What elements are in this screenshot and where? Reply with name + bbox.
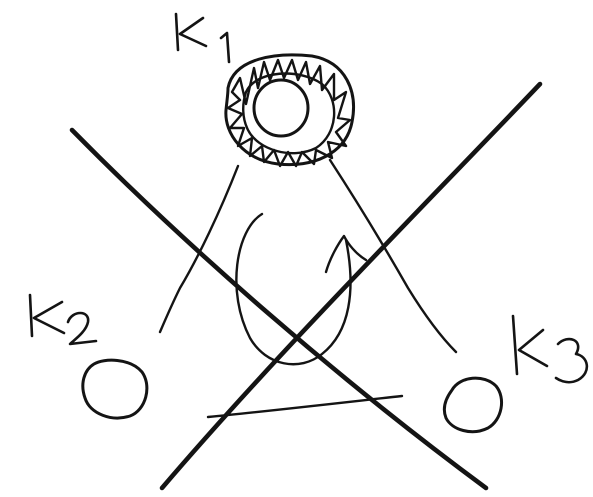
node-k2 (83, 360, 147, 418)
node-label-k2 (30, 295, 96, 344)
node-label-k1 (176, 14, 229, 62)
cross-out-mark (72, 84, 540, 488)
label-k3-subscript (556, 339, 587, 382)
node-k1-hole (254, 80, 308, 136)
cross-out-stroke-1 (72, 130, 486, 488)
label-k3-letter (513, 316, 547, 374)
cycle-arrowhead-icon (326, 236, 366, 272)
label-k2-letter (30, 295, 64, 336)
node-k3 (444, 378, 501, 432)
node-label-k3 (513, 316, 587, 382)
label-k2-subscript (68, 313, 96, 344)
label-k1-letter (176, 14, 206, 50)
node-k1 (226, 55, 354, 166)
label-k1-subscript (221, 33, 229, 62)
